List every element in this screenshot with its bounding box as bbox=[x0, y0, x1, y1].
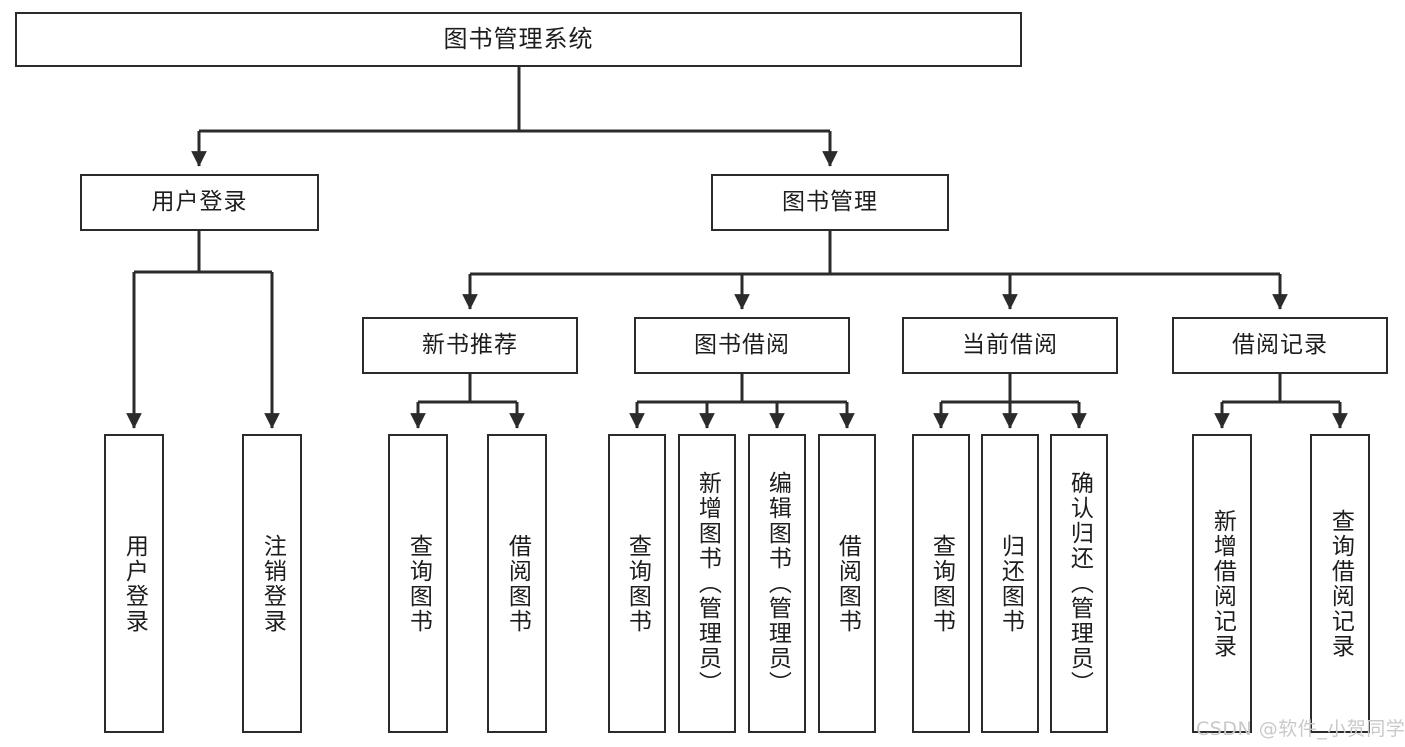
node-leaf-user-logout-label: 注销登录 bbox=[259, 533, 286, 634]
node-leaf-edit-book[interactable]: 编辑图书（管理员） bbox=[748, 434, 806, 733]
node-leaf-user-logout[interactable]: 注销登录 bbox=[242, 434, 302, 733]
node-leaf-query-book-2-label: 查询图书 bbox=[624, 533, 651, 634]
node-current-borrow-label: 当前借阅 bbox=[962, 331, 1058, 358]
node-current-borrow[interactable]: 当前借阅 bbox=[902, 317, 1118, 374]
node-borrow-record-label: 借阅记录 bbox=[1232, 331, 1328, 358]
node-borrow-record[interactable]: 借阅记录 bbox=[1172, 317, 1388, 374]
node-leaf-query-record-label: 查询借阅记录 bbox=[1327, 508, 1354, 659]
node-leaf-query-book-2[interactable]: 查询图书 bbox=[608, 434, 666, 733]
node-leaf-borrow-book-1-label: 借阅图书 bbox=[504, 533, 531, 634]
node-leaf-query-book-1-label: 查询图书 bbox=[405, 533, 432, 634]
csdn-watermark: CSDN @软件_小贺同学 bbox=[1196, 718, 1405, 740]
node-leaf-query-book-1[interactable]: 查询图书 bbox=[388, 434, 448, 733]
node-user-login-label: 用户登录 bbox=[151, 188, 248, 215]
node-leaf-confirm-return-label: 确认归还（管理员） bbox=[1066, 471, 1093, 696]
node-leaf-return-book[interactable]: 归还图书 bbox=[981, 434, 1039, 733]
node-leaf-user-login-label: 用户登录 bbox=[121, 533, 148, 634]
node-leaf-query-book-3-label: 查询图书 bbox=[928, 533, 955, 634]
node-leaf-query-record[interactable]: 查询借阅记录 bbox=[1310, 434, 1370, 733]
node-new-book-recommend-label: 新书推荐 bbox=[422, 331, 518, 358]
node-leaf-add-book[interactable]: 新增图书（管理员） bbox=[678, 434, 736, 733]
node-leaf-return-book-label: 归还图书 bbox=[997, 533, 1024, 634]
node-leaf-borrow-book-2[interactable]: 借阅图书 bbox=[818, 434, 876, 733]
node-root-label: 图书管理系统 bbox=[443, 25, 594, 54]
node-leaf-user-login[interactable]: 用户登录 bbox=[104, 434, 164, 733]
node-book-borrow[interactable]: 图书借阅 bbox=[634, 317, 850, 374]
node-leaf-add-record[interactable]: 新增借阅记录 bbox=[1192, 434, 1252, 733]
node-leaf-borrow-book-2-label: 借阅图书 bbox=[834, 533, 861, 634]
node-book-borrow-label: 图书借阅 bbox=[694, 331, 790, 358]
node-user-login[interactable]: 用户登录 bbox=[80, 174, 319, 231]
node-root[interactable]: 图书管理系统 bbox=[15, 12, 1022, 67]
node-leaf-query-book-3[interactable]: 查询图书 bbox=[912, 434, 970, 733]
node-leaf-confirm-return[interactable]: 确认归还（管理员） bbox=[1050, 434, 1108, 733]
node-leaf-add-book-label: 新增图书（管理员） bbox=[694, 471, 721, 696]
node-leaf-borrow-book-1[interactable]: 借阅图书 bbox=[487, 434, 547, 733]
node-new-book-recommend[interactable]: 新书推荐 bbox=[362, 317, 578, 374]
node-book-manage[interactable]: 图书管理 bbox=[711, 174, 949, 231]
node-book-manage-label: 图书管理 bbox=[782, 188, 878, 215]
node-leaf-add-record-label: 新增借阅记录 bbox=[1209, 508, 1236, 659]
node-leaf-edit-book-label: 编辑图书（管理员） bbox=[764, 471, 791, 696]
